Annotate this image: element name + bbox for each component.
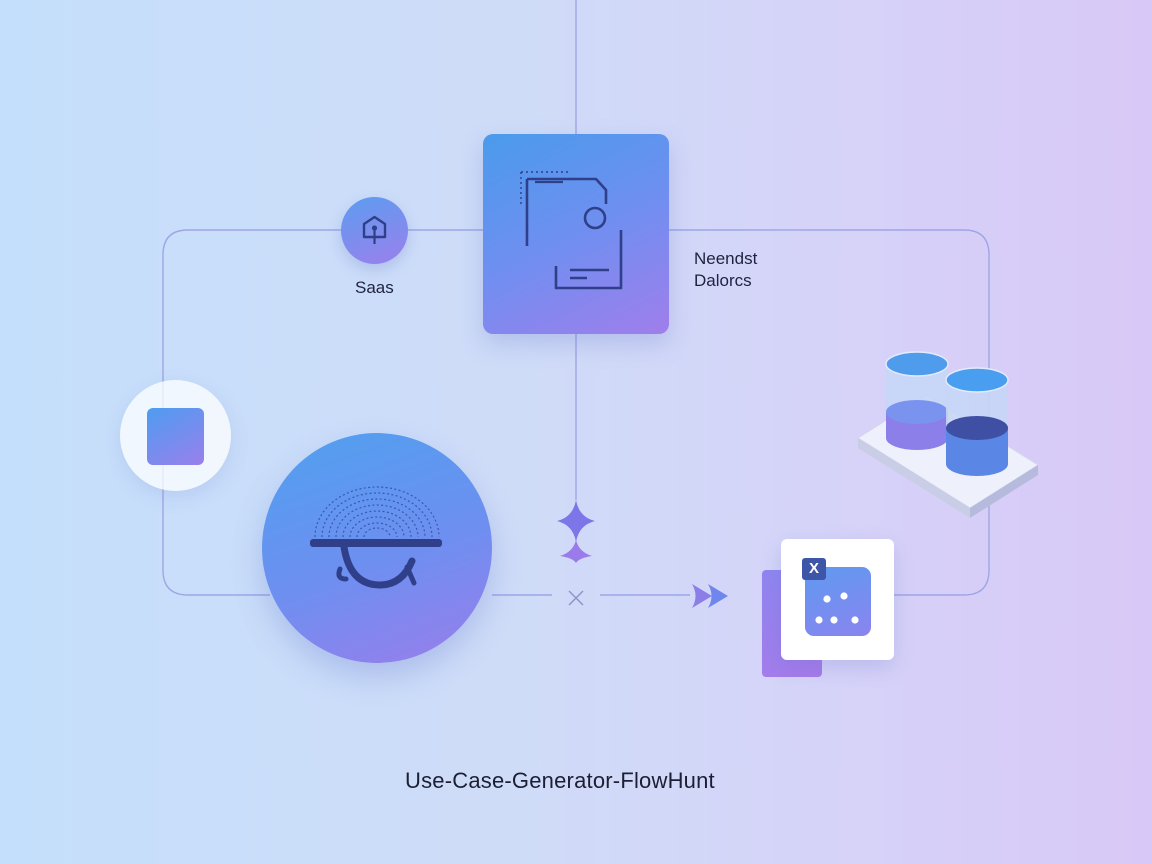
- sparkle-icon: [557, 500, 595, 563]
- fingerprint-bowl-icon: [310, 486, 442, 589]
- database-cylinders-icon[interactable]: [850, 340, 1050, 520]
- diagram-title: Use-Case-Generator-FlowHunt: [405, 768, 715, 793]
- saas-label: Saas: [355, 278, 394, 297]
- document-icon: [520, 171, 623, 290]
- excel-badge: X: [802, 558, 826, 580]
- double-arrow-icon: [692, 584, 728, 608]
- document-card[interactable]: [483, 134, 669, 334]
- cross-icon: [568, 590, 584, 606]
- square-node[interactable]: [147, 408, 204, 465]
- needs-label: Neendst Dalorcs: [694, 249, 758, 290]
- house-pin-icon: [362, 215, 387, 244]
- saas-badge[interactable]: [341, 197, 408, 264]
- fingerprint-node[interactable]: [262, 433, 492, 663]
